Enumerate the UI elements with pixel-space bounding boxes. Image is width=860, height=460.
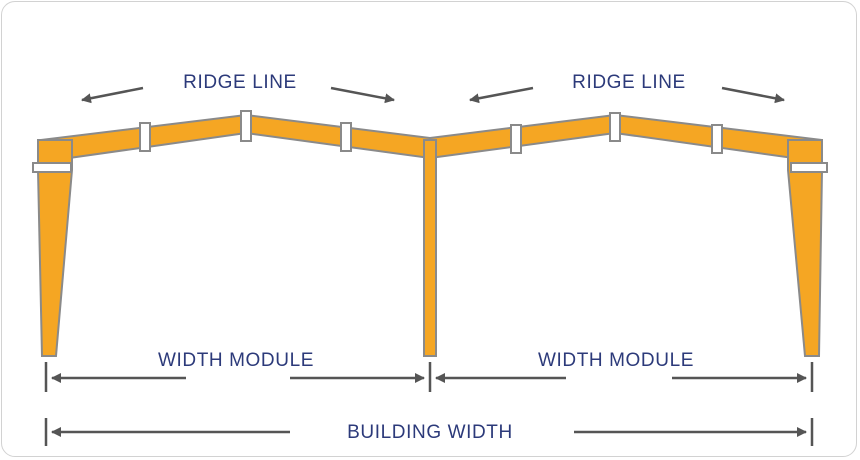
right-ridge-arrow-left: [469, 86, 534, 104]
splice-plate-4: [510, 124, 522, 154]
left-ridge-arrow-right: [330, 86, 395, 104]
building-frame: [32, 110, 828, 357]
ridge-line-left-label: RIDGE LINE: [183, 72, 297, 93]
right-span-rafter-left: [429, 113, 616, 160]
left-span-rafter-right: [245, 113, 431, 160]
width-module-right-label: WIDTH MODULE: [538, 350, 694, 371]
splice-plate-2: [240, 110, 252, 142]
ridge-line-right-label: RIDGE LINE: [572, 72, 686, 93]
building-width-label: BUILDING WIDTH: [347, 422, 513, 443]
splice-plate-1: [139, 122, 151, 152]
interior-column: [423, 139, 437, 357]
left-ridge-arrow-left: [81, 86, 144, 104]
right-knee-plate: [790, 162, 828, 173]
dimension-lines: [44, 362, 814, 446]
ridge-arrows: [81, 86, 785, 104]
right-column: [787, 139, 823, 357]
splice-plate-3: [340, 122, 352, 152]
splice-plate-6: [711, 124, 723, 154]
width-module-left-label: WIDTH MODULE: [158, 350, 314, 371]
left-knee-plate: [32, 162, 72, 173]
right-ridge-arrow-right: [721, 86, 785, 104]
splice-plate-5: [609, 112, 621, 142]
